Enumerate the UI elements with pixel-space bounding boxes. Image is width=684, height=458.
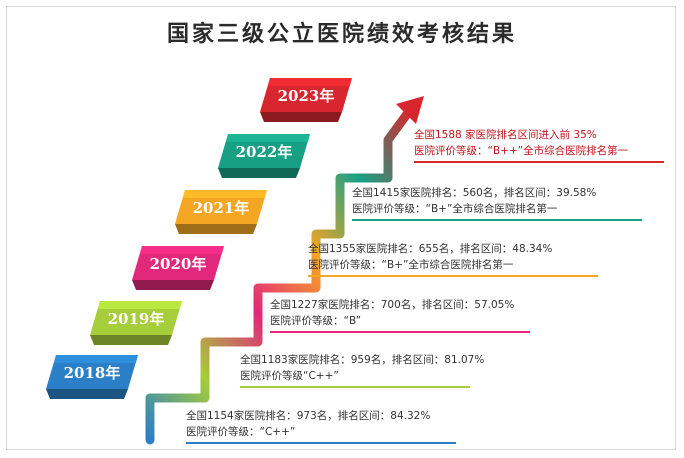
annotation-underline xyxy=(186,442,456,444)
step-annotation: 全国1227家医院排名：700名，排名区间：57.05% 医院评价等级：“B” xyxy=(270,297,530,333)
annotation-underline xyxy=(270,331,530,333)
step-year-label: 2022年 xyxy=(236,143,293,161)
annotation-underline xyxy=(414,161,664,163)
annotation-grade: 医院评价等级：“B” xyxy=(270,315,362,327)
annotation-grade: 医院评价等级：“C++” xyxy=(186,426,296,438)
annotation-grade: 医院评价等级“C++” xyxy=(240,370,339,382)
step-side xyxy=(132,280,214,290)
step-year-label: 2018年 xyxy=(64,364,121,382)
annotation-grade: 医院评价等级：“B+”全市综合医院排名第一 xyxy=(308,259,514,271)
step-annotation: 全国1415家医院排名：560名，排名区间：39.58% 医院评价等级：“B+”全… xyxy=(352,185,642,221)
arrow-head-icon xyxy=(396,96,424,124)
step-block: 2019年 xyxy=(90,301,182,345)
step-highlight xyxy=(140,246,224,254)
step-side xyxy=(218,168,300,178)
annotation-underline xyxy=(240,386,470,388)
annotation-underline xyxy=(308,275,598,277)
step-annotation: 全国1154家医院排名：973名，排名区间：84.32% 医院评价等级：“C++” xyxy=(186,408,456,444)
annotation-ranking: 全国1355家医院排名：655名，排名区间：48.34% xyxy=(308,243,553,255)
step-highlight xyxy=(268,78,352,86)
step-highlight xyxy=(183,190,267,198)
annotation-grade: 医院评价等级：“B++”全市综合医院排名第一 xyxy=(414,145,629,157)
step-year-label: 2021年 xyxy=(193,199,250,217)
step-year-label: 2020年 xyxy=(150,255,207,273)
step-top xyxy=(260,78,352,112)
step-block: 2022年 xyxy=(218,134,310,178)
step-top xyxy=(218,134,310,168)
step-annotation: 全国1355家医院排名：655名，排名区间：48.34% 医院评价等级：“B+”全… xyxy=(308,241,598,277)
step-top xyxy=(132,246,224,280)
step-top xyxy=(46,355,138,389)
step-year-label: 2023年 xyxy=(278,87,335,105)
annotation-ranking: 全国1183家医院排名：959名，排名区间：81.07% xyxy=(240,354,485,366)
step-highlight xyxy=(54,355,138,363)
annotation-grade: 医院评价等级：“B+”全市综合医院排名第一 xyxy=(352,203,558,215)
step-highlight xyxy=(226,134,310,142)
step-block: 2018年 xyxy=(46,355,138,399)
annotation-ranking: 全国1154家医院排名：973名，排名区间：84.32% xyxy=(186,410,431,422)
progress-ribbon xyxy=(145,105,415,445)
step-annotation: 全国1183家医院排名：959名，排名区间：81.07% 医院评价等级“C++” xyxy=(240,352,484,388)
step-top xyxy=(175,190,267,224)
step-side xyxy=(46,389,128,399)
step-top xyxy=(90,301,182,335)
step-block: 2023年 xyxy=(260,78,352,122)
step-highlight xyxy=(98,301,182,309)
step-block: 2021年 xyxy=(175,190,267,234)
step-side xyxy=(90,335,172,345)
annotation-ranking: 全国1415家医院排名：560名，排名区间：39.58% xyxy=(352,187,597,199)
annotation-ranking: 全国1588 家医院排名区间进入前 35% xyxy=(414,129,597,141)
annotation-ranking: 全国1227家医院排名：700名，排名区间：57.05% xyxy=(270,299,515,311)
step-side xyxy=(175,224,257,234)
page-title: 国家三级公立医院绩效考核结果 xyxy=(166,22,517,47)
step-year-label: 2019年 xyxy=(108,310,165,328)
annotation-underline xyxy=(352,219,642,221)
step-side xyxy=(260,112,342,122)
step-annotation: 全国1588 家医院排名区间进入前 35% 医院评价等级：“B++”全市综合医院排… xyxy=(414,127,664,163)
step-block: 2020年 xyxy=(132,246,224,290)
